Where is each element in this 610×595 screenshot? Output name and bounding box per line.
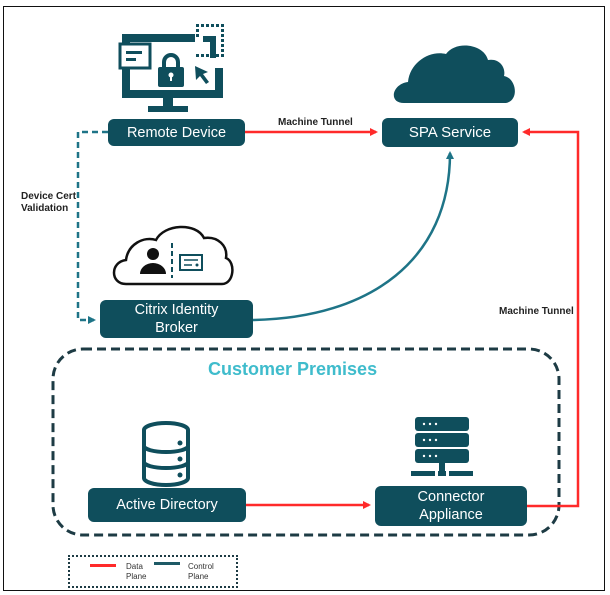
edge-label-device-cert: Device Cert Validation <box>21 191 76 215</box>
node-label: SPA Service <box>408 123 492 141</box>
edge-device-cert-validation <box>76 130 108 324</box>
database-dots <box>177 440 183 478</box>
legend-text: Data <box>126 562 143 571</box>
monitor-lock-icon <box>118 24 224 112</box>
node-connector-appliance: Connector Appliance <box>375 486 527 526</box>
node-remote-device: Remote Device <box>108 119 245 146</box>
server-rack-icon <box>411 417 473 476</box>
legend: Data Plane Control Plane <box>68 555 238 588</box>
edge-broker-to-spa <box>252 151 454 322</box>
edge-connector-to-spa <box>522 128 580 508</box>
node-identity-broker: Citrix Identity Broker <box>100 300 253 338</box>
legend-text: Plane <box>188 572 209 581</box>
node-label: Connector Appliance <box>417 489 485 523</box>
edge-label-line: Validation <box>21 203 69 214</box>
cloud-identity-icon <box>112 225 234 286</box>
edge-label-machine-tunnel-right: Machine Tunnel <box>499 306 574 317</box>
cloud-icon <box>393 45 515 103</box>
diagram-frame <box>3 6 605 591</box>
node-active-directory: Active Directory <box>88 488 246 522</box>
edge-label-line: Device Cert <box>21 191 77 202</box>
customer-premises-title: Customer Premises <box>208 359 378 379</box>
node-label: Citrix Identity Broker <box>134 302 219 336</box>
node-label: Remote Device <box>126 124 227 141</box>
node-spa-service: SPA Service <box>382 118 518 147</box>
database-icon <box>142 421 190 487</box>
legend-label-control-plane: Control Plane <box>188 562 214 582</box>
customer-premises-boundary <box>51 347 561 537</box>
legend-swatch-control-plane <box>154 562 180 565</box>
legend-label-data-plane: Data Plane <box>126 562 146 582</box>
legend-text: Plane <box>126 572 147 581</box>
legend-text: Control <box>188 562 214 571</box>
edge-label-machine-tunnel-top: Machine Tunnel <box>278 117 353 128</box>
legend-swatch-data-plane <box>90 564 116 567</box>
node-label: Active Directory <box>116 497 218 513</box>
